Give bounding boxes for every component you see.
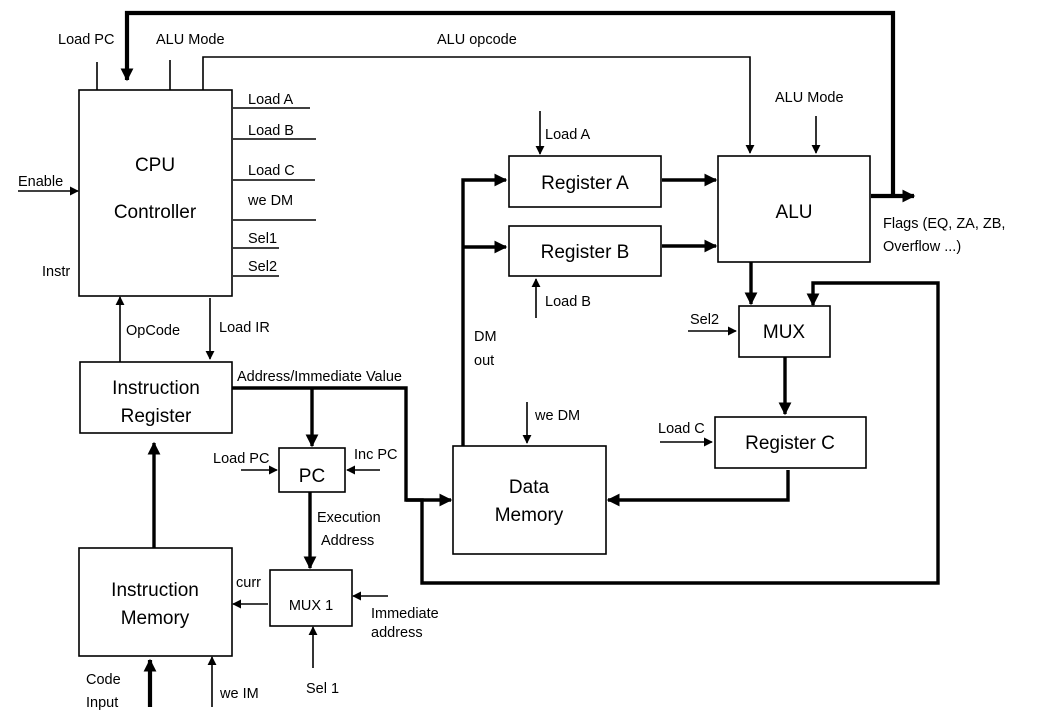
- flags-label-2: Overflow ...): [883, 239, 961, 255]
- data-memory-label-2: Memory: [495, 505, 564, 526]
- ctrl-sel1-label: Sel1: [248, 231, 277, 247]
- register-b-label: Register B: [541, 242, 630, 263]
- opcode-label: OpCode: [126, 323, 180, 339]
- instruction-register-label-1: Instruction: [112, 378, 200, 399]
- sel2-label: Sel2: [690, 312, 719, 328]
- load-pc-label: Load PC: [213, 451, 269, 467]
- instruction-register-block: [79, 361, 233, 434]
- instruction-memory-label-2: Memory: [121, 608, 190, 629]
- address-immediate-label: Address/Immediate Value: [237, 369, 402, 385]
- mux1-block: [269, 569, 353, 627]
- ctrl-load-c-label: Load C: [248, 163, 295, 179]
- immediate-loop-bus: [406, 281, 940, 585]
- data-memory-label-1: Data: [509, 477, 550, 498]
- sel1-label: Sel 1: [306, 681, 339, 697]
- alu-mode-top-label: ALU Mode: [156, 32, 225, 48]
- curr-label: curr: [236, 575, 261, 591]
- ctrl-load-b-label: Load B: [248, 123, 294, 139]
- register-b-block: [508, 225, 662, 277]
- load-a-label: Load A: [545, 127, 590, 143]
- we-dm-label: we DM: [534, 408, 580, 424]
- load-pc-top-label: Load PC: [58, 32, 114, 48]
- instruction-memory-label-1: Instruction: [111, 580, 199, 601]
- cpu-controller-label-1: CPU: [135, 155, 175, 176]
- code-input-label-1: Code: [86, 672, 121, 688]
- regc-dm-bus: [606, 470, 790, 507]
- ctrl-sel2-label: Sel2: [248, 259, 277, 275]
- load-ir-label: Load IR: [219, 320, 270, 336]
- data-memory-block: [452, 445, 607, 555]
- flags-feedback-bus: [120, 10, 896, 196]
- pc-block: [278, 447, 346, 493]
- pc-label: PC: [299, 466, 325, 487]
- instruction-memory-block: [78, 547, 233, 657]
- cpu-controller-label-2: Controller: [114, 202, 197, 223]
- alu-block: [717, 155, 871, 263]
- immediate-address-label-2: address: [371, 625, 423, 641]
- mux1-label: MUX 1: [289, 598, 333, 614]
- code-input-label-2: Input: [86, 695, 118, 711]
- load-b-label: Load B: [545, 294, 591, 310]
- execution-address-label-2: Address: [321, 533, 374, 549]
- alu-opcode-wire: [202, 56, 755, 154]
- enable-label: Enable: [18, 174, 63, 190]
- inc-pc-label: Inc PC: [354, 447, 398, 463]
- ctrl-load-a-label: Load A: [248, 92, 293, 108]
- load-c-label: Load C: [658, 421, 705, 437]
- ctrl-we-dm-label: we DM: [247, 193, 293, 209]
- immediate-address-label-1: Immediate: [371, 606, 439, 622]
- cpu-controller-block: [78, 89, 233, 297]
- register-c-label: Register C: [745, 433, 835, 454]
- dm-out-label-2: out: [474, 353, 494, 369]
- register-a-block: [508, 155, 662, 208]
- alu-label: ALU: [776, 202, 813, 223]
- register-a-label: Register A: [541, 173, 629, 194]
- flags-label-1: Flags (EQ, ZA, ZB,: [883, 216, 1005, 232]
- instruction-register-label-2: Register: [121, 406, 192, 427]
- address-immediate-bus: [232, 386, 453, 507]
- execution-address-label-1: Execution: [317, 510, 381, 526]
- dm-out-bus: [461, 173, 508, 446]
- we-im-label: we IM: [219, 686, 259, 702]
- dm-out-label-1: DM: [474, 329, 497, 345]
- mux-block: [738, 305, 831, 358]
- instr-partial-label: Instr: [42, 264, 70, 280]
- register-c-block: [714, 416, 867, 469]
- alu-opcode-label: ALU opcode: [437, 32, 517, 48]
- alu-mode-alu-label: ALU Mode: [775, 90, 844, 106]
- mux-label: MUX: [763, 322, 806, 343]
